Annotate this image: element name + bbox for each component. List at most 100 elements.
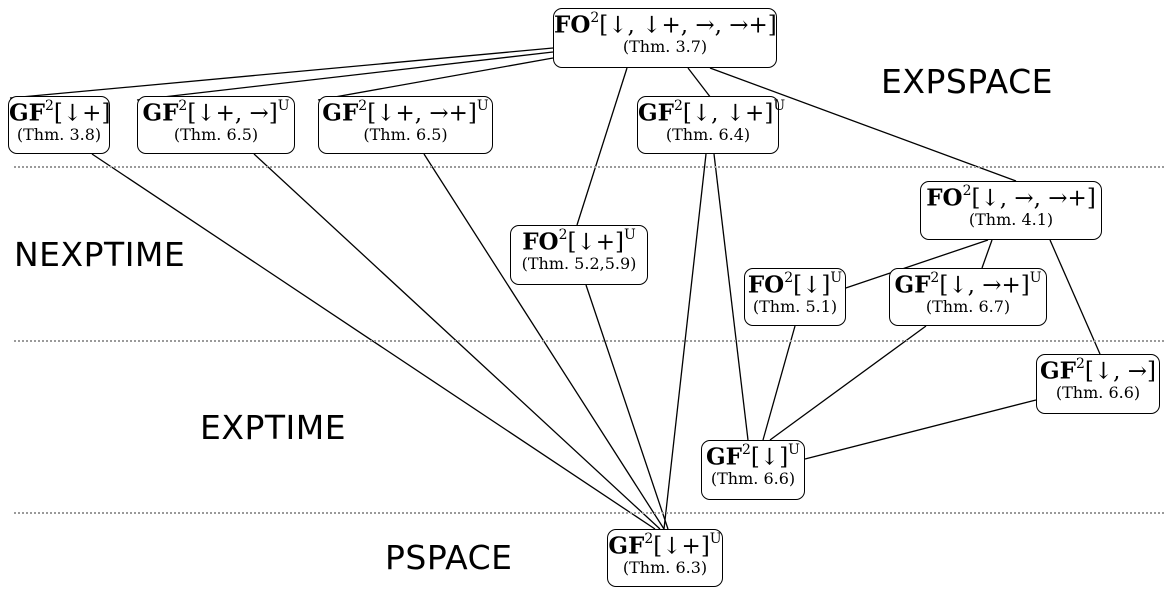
edge-n6-n10 [1049, 239, 1101, 355]
node-formula: GF2[↓+, →+]U [319, 98, 492, 127]
left-bracket: [ [793, 272, 803, 299]
node-logic: GF [638, 99, 674, 127]
node-logic: GF [1039, 357, 1076, 385]
node-args: ↓+, →+ [376, 100, 468, 127]
left-bracket: [ [599, 12, 609, 39]
right-bracket: ] [268, 100, 278, 127]
node-logic: GF [322, 99, 359, 127]
edge-n1-n5 [687, 67, 712, 99]
node-logic: GF [706, 443, 742, 471]
node-args: ↓, → [1093, 358, 1148, 385]
node-exponent: 2 [930, 270, 940, 286]
node-formula: GF2[↓+, →]U [138, 98, 294, 127]
node-formula: GF2[↓+]U [608, 531, 722, 560]
node-args: ↓, ↓+ [691, 100, 765, 127]
node-exponent: 2 [558, 227, 568, 243]
logic-node-n5: GF2[↓, ↓+]U(Thm. 6.4) [637, 96, 785, 154]
node-suffix: U [624, 227, 636, 243]
node-args: ↓+ [576, 229, 616, 256]
separator-exptime-pspace [14, 512, 1164, 514]
node-formula: GF2[↓]U [702, 442, 804, 471]
edge-n1-n7 [576, 67, 628, 226]
logic-node-n8: FO2[↓]U(Thm. 5.1) [744, 268, 846, 326]
node-exponent: 2 [742, 442, 751, 458]
separator-expspace-nexptime [14, 166, 1164, 168]
node-logic: FO [554, 11, 591, 39]
node-args: ↓+, → [196, 100, 269, 127]
left-bracket: [ [750, 444, 760, 471]
node-formula: FO2[↓, →, →+] [921, 183, 1101, 212]
node-theorem-ref: (Thm. 5.1) [752, 296, 838, 316]
right-bracket: ] [767, 12, 777, 39]
node-logic: GF [9, 99, 45, 127]
node-exponent: 2 [358, 98, 368, 114]
left-bracket: [ [939, 272, 949, 299]
node-theorem-ref: (Thm. 6.5) [363, 124, 448, 144]
node-theorem-ref: (Thm. 6.5) [173, 124, 259, 144]
right-bracket: ] [700, 533, 710, 560]
node-theorem-ref: (Thm. 3.8) [16, 124, 102, 144]
node-suffix: U [277, 98, 290, 114]
left-bracket: [ [187, 100, 197, 127]
left-bracket: [ [682, 100, 692, 127]
node-formula: GF2[↓+] [9, 98, 111, 127]
logic-node-n2: GF2[↓+](Thm. 3.8) [8, 96, 110, 154]
edge-n1-n4 [317, 57, 554, 101]
logic-node-n12: GF2[↓+]U(Thm. 6.3) [607, 529, 723, 587]
edge-n1-n6 [709, 67, 1017, 182]
class-label-exptime: EXPTIME [200, 408, 347, 447]
right-bracket: ] [1086, 185, 1096, 212]
node-theorem-ref: (Thm. 6.7) [925, 296, 1011, 316]
logic-node-n4: GF2[↓+, →+]U(Thm. 6.5) [318, 96, 493, 154]
logic-node-n11: GF2[↓]U(Thm. 6.6) [701, 440, 805, 500]
right-bracket: ] [779, 444, 789, 471]
node-formula: FO2[↓]U [745, 270, 845, 299]
edge-n5-n11 [713, 153, 749, 441]
class-label-pspace: PSPACE [385, 538, 513, 577]
edge-n9-n11 [769, 325, 927, 441]
node-suffix: U [773, 98, 786, 114]
node-theorem-ref: (Thm. 6.3) [622, 557, 708, 577]
class-label-expspace: EXPSPACE [881, 62, 1053, 101]
right-bracket: ] [821, 272, 831, 299]
right-bracket: ] [615, 229, 624, 256]
node-logic: FO [522, 228, 559, 256]
node-logic: GF [894, 271, 931, 299]
left-bracket: [ [53, 100, 63, 127]
edge-n10-n11 [804, 399, 1037, 460]
node-formula: GF2[↓, →] [1037, 356, 1159, 385]
right-bracket: ] [1020, 272, 1030, 299]
right-bracket: ] [467, 100, 477, 127]
right-bracket: ] [101, 100, 111, 127]
node-theorem-ref: (Thm. 4.1) [968, 209, 1054, 229]
class-label-nexptime: NEXPTIME [14, 235, 186, 274]
left-bracket: [ [971, 185, 981, 212]
node-logic: GF [142, 99, 179, 127]
node-exponent: 2 [178, 98, 188, 114]
right-bracket: ] [764, 100, 774, 127]
right-bracket: ] [1147, 358, 1157, 385]
logic-node-n7: FO2[↓+]U(Thm. 5.2,5.9) [510, 225, 648, 285]
logic-node-n10: GF2[↓, →](Thm. 6.6) [1036, 354, 1160, 414]
node-theorem-ref: (Thm. 6.4) [665, 124, 751, 144]
node-logic: FO [747, 271, 785, 299]
edge-n1-n2 [9, 47, 554, 99]
node-exponent: 2 [644, 531, 654, 547]
node-args: ↓ [759, 444, 780, 471]
node-theorem-ref: (Thm. 3.7) [622, 36, 708, 56]
node-formula: GF2[↓, ↓+]U [638, 98, 785, 127]
node-exponent: 2 [1075, 356, 1085, 372]
node-theorem-ref: (Thm. 5.2,5.9) [521, 253, 637, 273]
node-formula: GF2[↓, →+]U [890, 270, 1046, 299]
node-args: ↓, ↓+, →, →+ [608, 12, 768, 39]
node-exponent: 2 [44, 98, 54, 114]
node-args: ↓, →+ [948, 272, 1021, 299]
node-exponent: 2 [962, 183, 972, 199]
node-exponent: 2 [784, 270, 794, 286]
node-exponent: 2 [673, 98, 683, 114]
node-suffix: U [476, 98, 489, 114]
node-suffix: U [1029, 270, 1042, 286]
node-args: ↓ [802, 272, 822, 299]
node-logic: GF [608, 532, 645, 560]
